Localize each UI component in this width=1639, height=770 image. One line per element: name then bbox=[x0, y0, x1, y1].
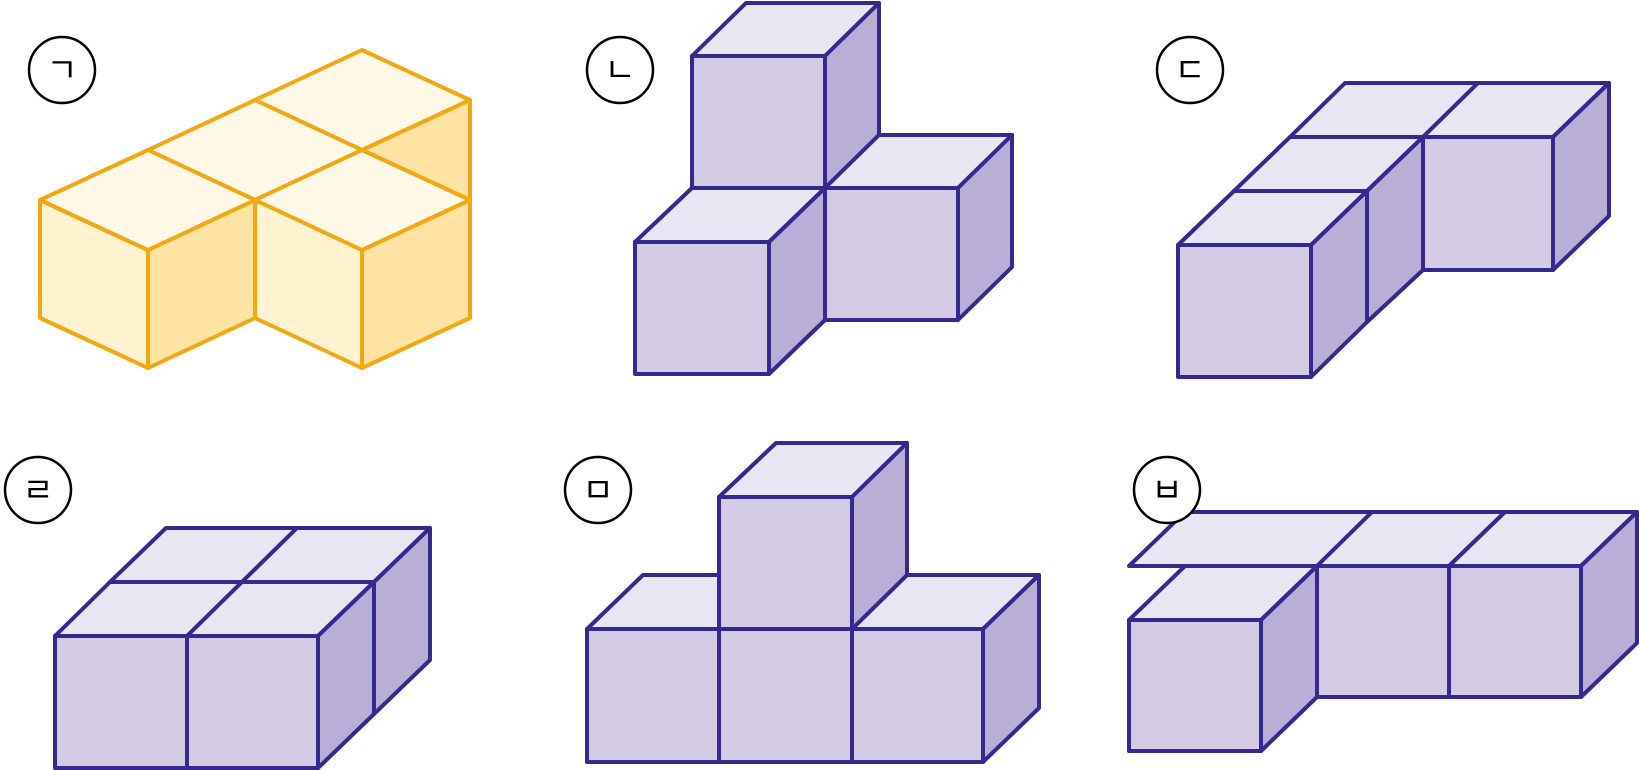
cube-face bbox=[850, 627, 985, 764]
figure-bieup bbox=[1127, 510, 1639, 753]
cube-face bbox=[633, 240, 771, 376]
figure-rieul bbox=[53, 526, 432, 770]
label-bieup: ㅂ bbox=[1132, 455, 1202, 525]
label-giyeok: ㄱ bbox=[27, 35, 97, 105]
label-digeut-text: ㄷ bbox=[1174, 51, 1205, 91]
label-mieum-text: ㅁ bbox=[582, 471, 613, 511]
cube-face bbox=[585, 627, 721, 764]
figure-nieun bbox=[633, 1, 1014, 376]
label-digeut: ㄷ bbox=[1155, 35, 1225, 105]
cube-face bbox=[38, 148, 257, 252]
figure-giyeok bbox=[38, 48, 472, 370]
cube-face bbox=[717, 495, 854, 631]
cube-face bbox=[1315, 564, 1451, 699]
cube-face bbox=[53, 634, 189, 770]
label-bieup-text: ㅂ bbox=[1151, 471, 1182, 511]
figure-digeut bbox=[1176, 81, 1611, 379]
cube-face bbox=[690, 54, 827, 190]
cube-face bbox=[823, 186, 960, 322]
label-nieun-text: ㄴ bbox=[604, 51, 635, 91]
cube-face bbox=[185, 634, 320, 770]
cube-face bbox=[253, 148, 472, 252]
label-giyeok-text: ㄱ bbox=[46, 51, 77, 91]
cube-face bbox=[717, 627, 854, 764]
figure-mieum bbox=[585, 441, 1041, 764]
cube-face bbox=[1176, 243, 1313, 379]
label-mieum: ㅁ bbox=[563, 455, 633, 525]
label-rieul-text: ㄹ bbox=[22, 471, 53, 511]
cube-face bbox=[1127, 618, 1263, 753]
cube-face bbox=[1421, 135, 1555, 272]
label-rieul: ㄹ bbox=[3, 455, 73, 525]
label-nieun: ㄴ bbox=[585, 35, 655, 105]
cube-face bbox=[1447, 564, 1583, 699]
